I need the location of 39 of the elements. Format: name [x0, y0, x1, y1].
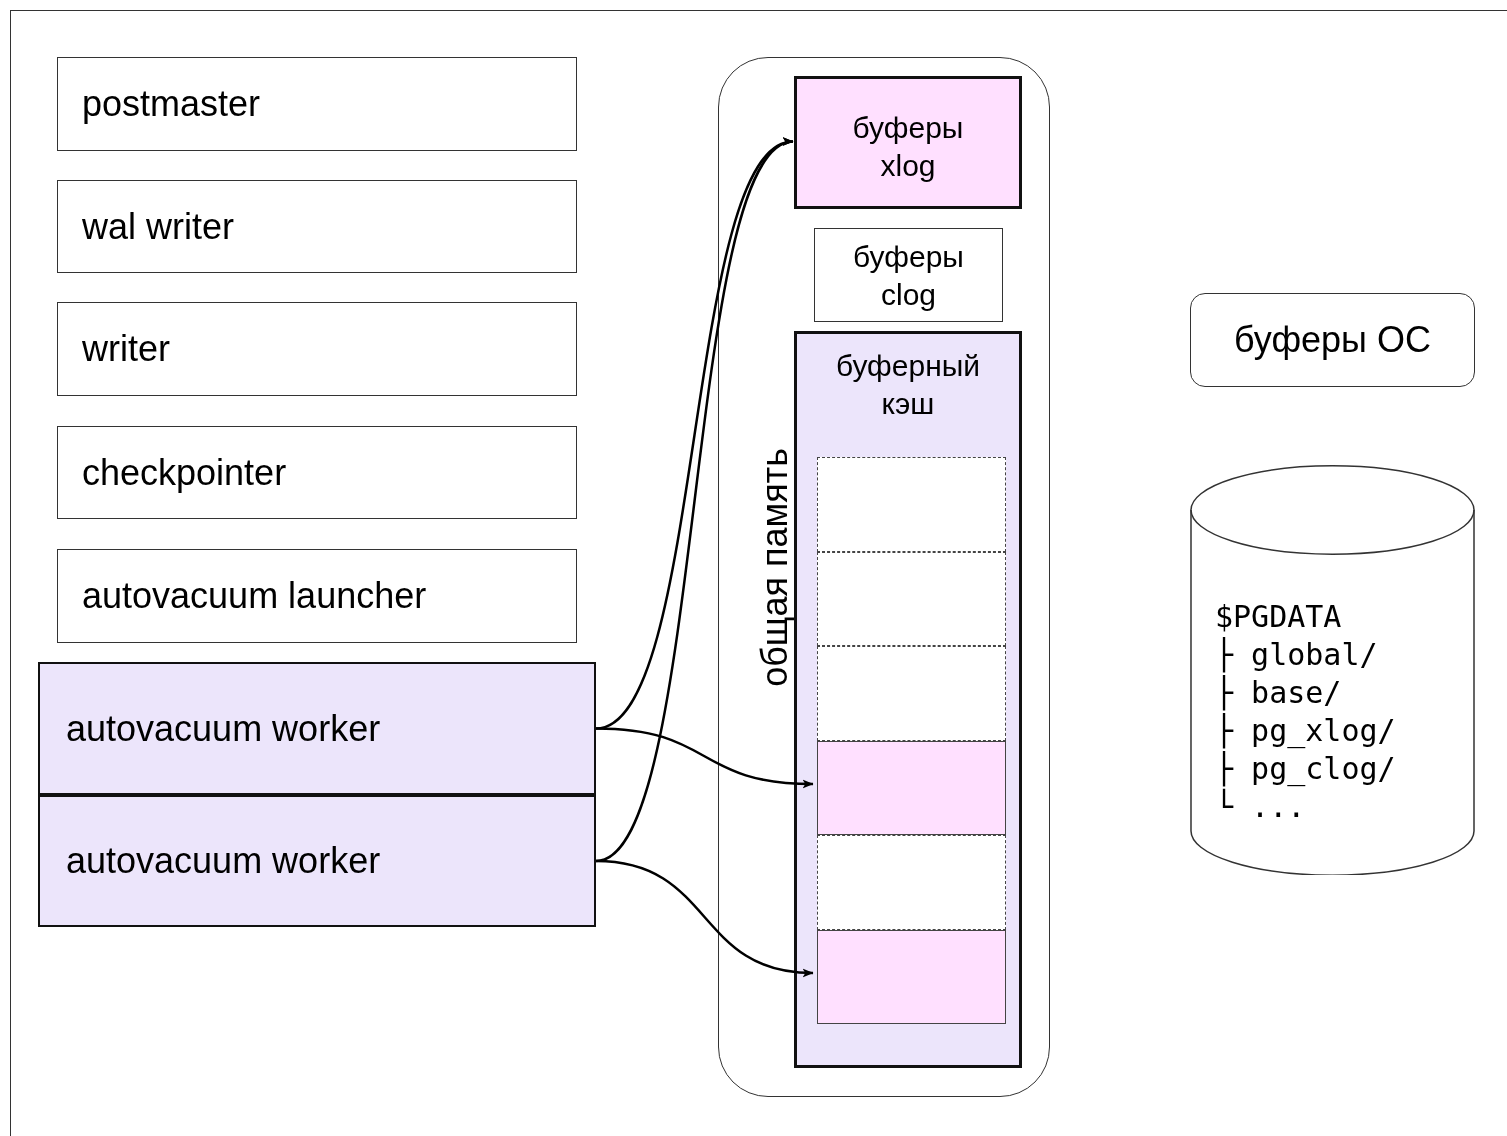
box-label: autovacuum worker	[66, 840, 381, 882]
cache-page	[817, 835, 1006, 930]
cache-page	[817, 930, 1006, 1024]
process-box	[57, 549, 577, 643]
directory-entry: ├ pg_xlog/	[1215, 712, 1396, 750]
box-label: writer	[82, 328, 170, 370]
box-label: postmaster	[82, 83, 261, 125]
box-label: checkpointer	[82, 451, 287, 494]
box-label: буферный кэш	[834, 348, 982, 422]
directory-entry: └ ...	[1215, 788, 1307, 826]
box-label: wal writer	[82, 205, 234, 248]
box-label: autovacuum worker	[66, 707, 381, 750]
process-box	[57, 180, 577, 273]
cache-page	[817, 552, 1006, 646]
buffer-box	[794, 76, 1022, 209]
box-label: буферы xlog	[851, 110, 965, 184]
box-label: autovacuum launcher	[82, 575, 427, 617]
process-box	[57, 426, 577, 519]
buffer-box	[1190, 293, 1475, 387]
directory-entry: $PGDATA	[1215, 598, 1343, 636]
buffer-box	[814, 228, 1003, 322]
box-label: буферы clog	[852, 239, 965, 313]
box-label: буферы ОС	[1234, 319, 1431, 361]
process-box	[57, 302, 577, 396]
arrow	[595, 859, 814, 977]
cache-page	[817, 646, 1006, 741]
cache-page	[817, 457, 1006, 552]
directory-entry: ├ pg_clog/	[1215, 750, 1396, 788]
directory-entry: ├ base/	[1215, 674, 1343, 712]
process-box	[38, 662, 596, 795]
process-box	[57, 57, 577, 151]
cache-box	[794, 331, 1022, 1068]
directory-entry: ├ global/	[1215, 636, 1379, 674]
storage-cylinder	[1190, 465, 1475, 875]
arrow	[595, 727, 814, 788]
region-label: общая память	[754, 448, 796, 687]
cache-page	[817, 741, 1006, 835]
process-box	[38, 795, 596, 927]
memory-region	[718, 57, 1050, 1097]
